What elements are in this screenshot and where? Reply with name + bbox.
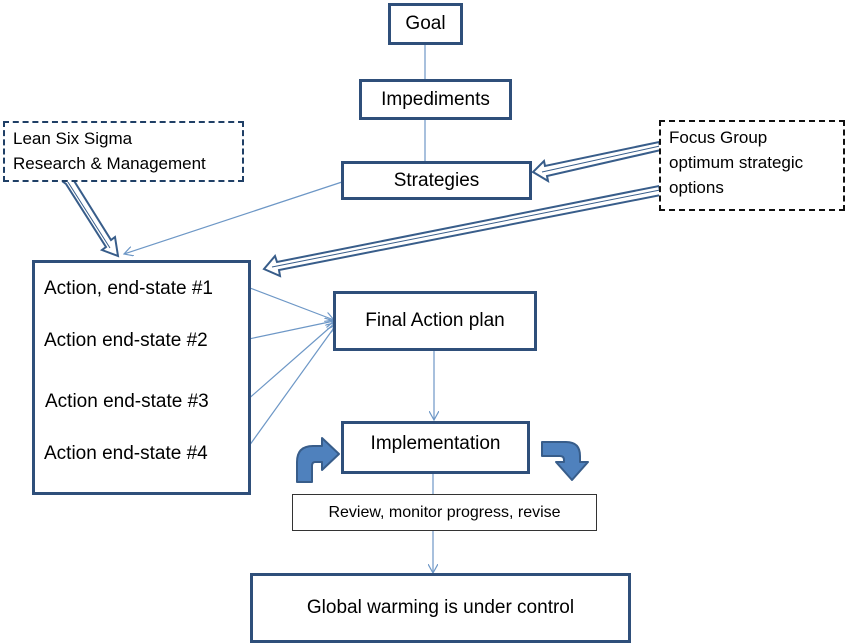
arrow-action2-to-plan <box>243 321 334 341</box>
implementation-label: Implementation <box>370 433 501 454</box>
focus-group-line-2: optimum strategic <box>669 153 804 172</box>
action-item-2: Action end-state #2 <box>44 330 208 351</box>
implementation-box: Implementation <box>341 421 530 474</box>
goal-box: Goal <box>388 3 463 45</box>
focus-group-line-1: Focus Group <box>669 128 768 147</box>
action-item-1: Action, end-state #1 <box>44 278 213 299</box>
goal-label: Goal <box>405 13 446 34</box>
final-action-plan-label: Final Action plan <box>365 310 505 331</box>
block-arrow-focus-to-strategies <box>531 140 663 184</box>
final-action-plan-box: Final Action plan <box>333 291 537 351</box>
block-arrow-focus-to-actions <box>262 184 663 278</box>
lean-six-sigma-line-1: Lean Six Sigma <box>13 129 133 148</box>
outcome-box: Global warming is under control <box>250 573 631 643</box>
arrow-action1-to-plan <box>249 287 334 320</box>
lean-six-sigma-line-2: Research & Management <box>13 154 206 173</box>
lean-six-sigma-box: Lean Six Sigma Research & Management <box>3 121 244 182</box>
block-arrow-lean-to-actions <box>60 174 120 258</box>
curved-arrow-left-icon <box>296 437 340 483</box>
action-item-4: Action end-state #4 <box>44 443 208 464</box>
arrow-action4-to-plan <box>243 325 336 454</box>
actions-box: Action, end-state #1 Action end-state #2… <box>32 260 251 495</box>
arrow-action3-to-plan <box>245 323 335 402</box>
focus-group-box: Focus Group optimum strategic options <box>659 120 845 211</box>
strategies-label: Strategies <box>393 169 480 191</box>
focus-group-line-3: options <box>669 178 724 197</box>
impediments-label: Impediments <box>381 88 490 110</box>
review-box: Review, monitor progress, revise <box>292 494 597 531</box>
outcome-label: Global warming is under control <box>306 597 575 618</box>
action-item-3: Action end-state #3 <box>45 391 209 412</box>
strategies-box: Strategies <box>341 161 532 200</box>
arrow-strategies-to-actions <box>124 181 343 254</box>
curved-arrow-right-icon <box>541 441 589 481</box>
impediments-box: Impediments <box>359 79 512 120</box>
review-label: Review, monitor progress, revise <box>328 503 561 521</box>
